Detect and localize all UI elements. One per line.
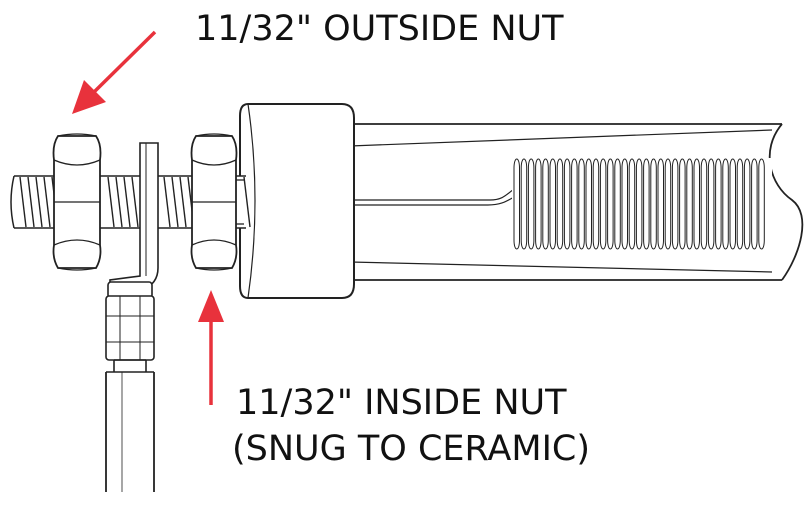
- coil-loop: [563, 158, 571, 250]
- ceramic-end-block: [239, 103, 355, 299]
- thread-line: [19, 176, 27, 228]
- coil-loop: [751, 158, 758, 250]
- wire-connector: [105, 281, 155, 373]
- coil-loop: [657, 158, 664, 250]
- thread-line: [163, 176, 171, 228]
- coil-loop: [614, 158, 621, 250]
- coil-loop: [729, 158, 736, 250]
- inside-nut-label: 11/32" INSIDE NUT: [236, 383, 567, 423]
- coil-loop: [686, 158, 693, 250]
- thread-line: [35, 176, 43, 228]
- coil-loop: [722, 158, 729, 250]
- coil-loop: [628, 158, 636, 250]
- inside-nut: [190, 133, 244, 271]
- coil-loop: [571, 158, 578, 250]
- coil-loop: [664, 158, 672, 250]
- inside-nut-arrow: [198, 290, 224, 405]
- thread-line: [243, 176, 251, 228]
- coil-loop: [599, 158, 607, 250]
- thread-line: [123, 176, 131, 228]
- coil-loop: [542, 158, 549, 250]
- coil-loop: [592, 158, 600, 250]
- coil-loop: [736, 158, 744, 250]
- coil-loop: [693, 158, 700, 250]
- coil-loop: [549, 158, 556, 250]
- coil-loop: [621, 158, 628, 250]
- thread-line: [179, 176, 187, 228]
- outside-nut: [52, 133, 102, 271]
- thread-line: [131, 176, 139, 228]
- inside-nut-note: (SNUG TO CERAMIC): [232, 429, 590, 469]
- lead-wire: [350, 187, 517, 206]
- outside-nut-arrow: [72, 30, 157, 114]
- coil-loop: [635, 158, 643, 250]
- coil-loop: [585, 158, 592, 250]
- thread-line: [107, 176, 115, 228]
- coil-loop: [707, 158, 715, 250]
- coil-loop: [671, 158, 679, 250]
- outside-nut-label: 11/32" OUTSIDE NUT: [195, 9, 564, 49]
- coil-loop: [743, 158, 751, 250]
- coil-loop: [700, 158, 708, 250]
- coil-loop: [520, 158, 528, 250]
- coil-loop: [715, 158, 722, 250]
- coil-loop: [535, 158, 542, 250]
- element-tube: [349, 123, 804, 281]
- resistance-coil: [512, 158, 772, 252]
- coil-loop: [578, 158, 585, 250]
- thread-line: [115, 176, 123, 228]
- coil-loop: [679, 158, 686, 250]
- thread-line: [43, 176, 51, 228]
- thread-line: [27, 176, 35, 228]
- coil-loop: [758, 158, 765, 250]
- coil-loop: [556, 158, 564, 250]
- coil-loop: [643, 158, 650, 250]
- lead-wire-insulation: [105, 372, 155, 492]
- coil-loop: [527, 158, 535, 250]
- coil-loop: [513, 158, 520, 250]
- coil-loop: [607, 158, 614, 250]
- thread-line: [171, 176, 179, 228]
- coil-loop: [650, 158, 657, 250]
